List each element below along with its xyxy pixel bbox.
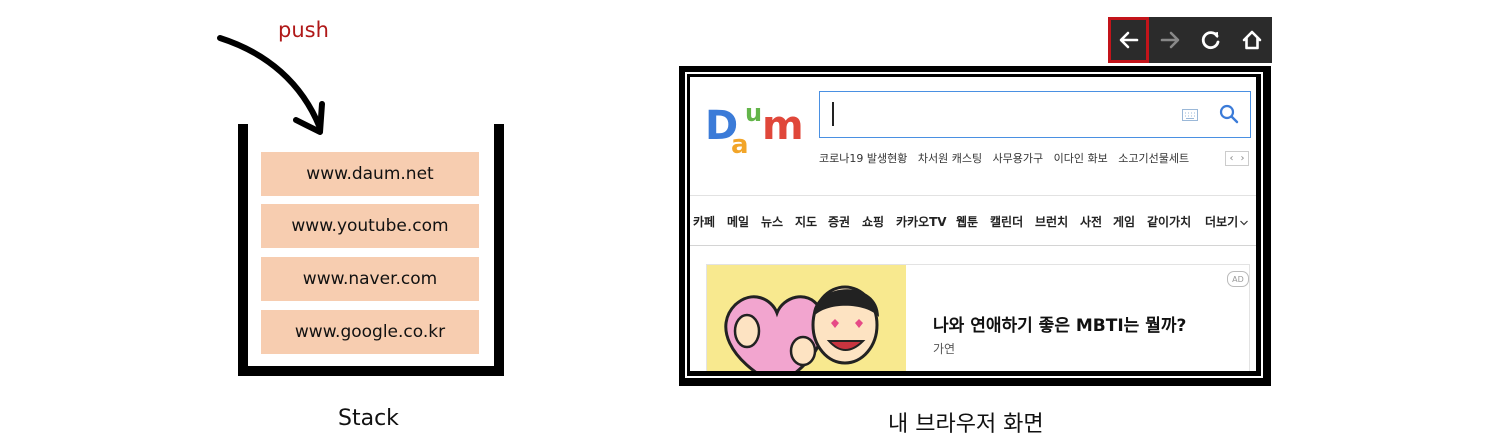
nav-item-calendar[interactable]: 캘린더: [990, 215, 1024, 229]
keyboard-icon[interactable]: [1182, 109, 1198, 121]
ad-badge: AD: [1227, 271, 1249, 287]
trend-next-button[interactable]: ›: [1240, 153, 1245, 164]
stack-floor: [238, 366, 504, 376]
stack-item: www.youtube.com: [261, 204, 479, 248]
trend-prev-button[interactable]: ‹: [1229, 153, 1234, 164]
ad-title[interactable]: 나와 연애하기 좋은 MBTI는 뭘까?: [933, 316, 1187, 336]
trend-keyword[interactable]: 이다인 화보: [1053, 152, 1108, 165]
arrow-left-icon: [1119, 31, 1138, 49]
browser-viewport: D a u m 코로나19 발생현황 차서원 캐스팅 사무용가구 이다인 화보 …: [690, 77, 1256, 371]
search-input[interactable]: [819, 91, 1251, 138]
home-button[interactable]: [1231, 17, 1272, 63]
service-nav: 카페 메일 뉴스 지도 증권 쇼핑 카카오TV 웹툰 캘린더 브런치 사전 게임…: [690, 213, 1256, 233]
browser-toolbar: [1108, 17, 1272, 63]
push-label: push: [278, 18, 329, 42]
stack-left-wall: [238, 124, 248, 376]
nav-item-mail[interactable]: 메일: [727, 215, 750, 229]
nav-item-cafe[interactable]: 카페: [693, 215, 716, 229]
ad-image: [707, 265, 906, 371]
nav-item-together[interactable]: 같이가치: [1147, 215, 1192, 229]
home-icon: [1242, 30, 1261, 50]
trend-keyword[interactable]: 사무용가구: [992, 152, 1044, 165]
svg-text:a: a: [731, 130, 749, 157]
reload-button[interactable]: [1190, 17, 1231, 63]
trend-keyword[interactable]: 차서원 캐스팅: [917, 152, 983, 165]
nav-item-kakaotv[interactable]: 카카오TV: [896, 215, 947, 229]
back-button[interactable]: [1108, 17, 1149, 63]
nav-item-game[interactable]: 게임: [1113, 215, 1136, 229]
ad-illustration: [707, 265, 906, 371]
stack-item: www.google.co.kr: [261, 310, 479, 354]
search-icon[interactable]: [1218, 103, 1240, 125]
trending-keywords: 코로나19 발생현황 차서원 캐스팅 사무용가구 이다인 화보 소고기선물세트: [819, 150, 1196, 166]
browser-window: D a u m 코로나19 발생현황 차서원 캐스팅 사무용가구 이다인 화보 …: [679, 66, 1271, 386]
stack-container: www.daum.net www.youtube.com www.naver.c…: [238, 124, 504, 376]
divider: [690, 195, 1256, 196]
browser-window-border: [685, 72, 1263, 378]
nav-item-webtoon[interactable]: 웹툰: [956, 215, 979, 229]
browser-caption: 내 브라우저 화면: [888, 412, 1044, 437]
text-caret: [832, 102, 834, 126]
nav-item-map[interactable]: 지도: [795, 215, 818, 229]
arrow-right-icon: [1160, 31, 1179, 49]
forward-button[interactable]: [1149, 17, 1190, 63]
svg-text:D: D: [705, 103, 738, 149]
stack-item: www.naver.com: [261, 257, 479, 301]
ad-card[interactable]: 나와 연애하기 좋은 MBTI는 뭘까? 가연 AD: [706, 264, 1250, 371]
nav-item-more[interactable]: 더보기: [1205, 213, 1249, 230]
stack-caption: Stack: [338, 406, 399, 431]
ad-advertiser: 가연: [933, 342, 956, 356]
divider: [690, 245, 1256, 246]
trend-pager: ‹ ›: [1225, 151, 1249, 166]
nav-item-brunch[interactable]: 브런치: [1035, 215, 1069, 229]
stack-item: www.daum.net: [261, 152, 479, 196]
nav-item-dictionary[interactable]: 사전: [1080, 215, 1103, 229]
trend-keyword[interactable]: 코로나19 발생현황: [819, 152, 908, 165]
stack-right-wall: [494, 124, 504, 376]
reload-icon: [1201, 31, 1219, 49]
nav-more-label: 더보기: [1205, 215, 1239, 229]
push-arrow-icon: [217, 35, 325, 135]
svg-text:u: u: [745, 99, 762, 127]
trend-keyword[interactable]: 소고기선물세트: [1118, 152, 1190, 165]
chevron-down-icon: [1240, 220, 1249, 226]
nav-item-stock[interactable]: 증권: [828, 215, 851, 229]
svg-text:m: m: [762, 103, 804, 149]
nav-item-news[interactable]: 뉴스: [761, 215, 784, 229]
nav-item-shopping[interactable]: 쇼핑: [862, 215, 885, 229]
daum-logo[interactable]: D a u m: [705, 97, 805, 157]
